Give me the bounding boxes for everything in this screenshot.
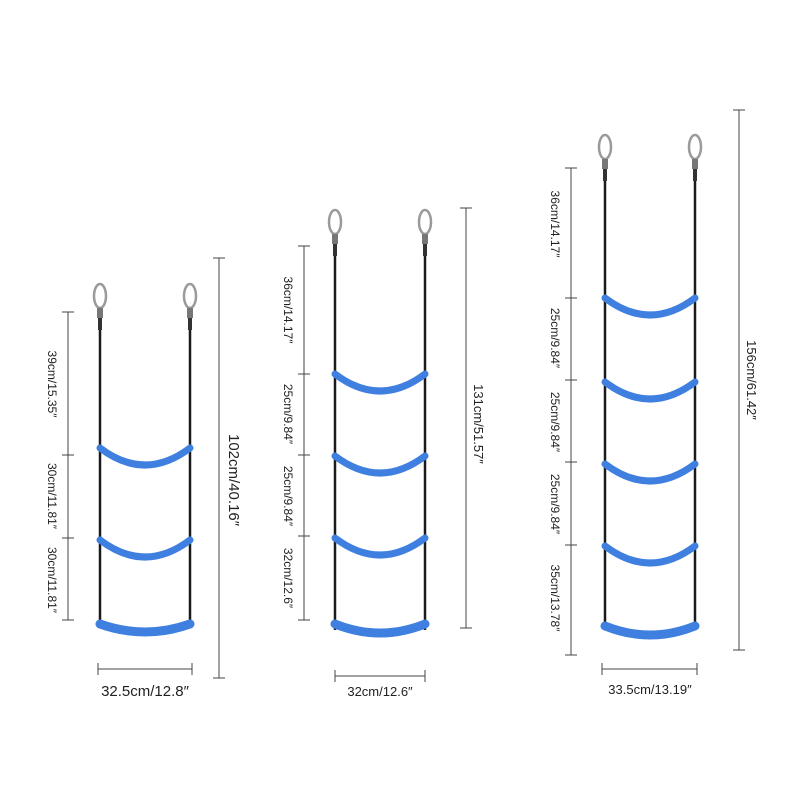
hook-right-icon (417, 208, 433, 256)
total-height-dimension (213, 257, 225, 679)
ladder-1: 39cm/15.35″ 30cm/11.81″ 30cm/11.81″ 102c… (45, 257, 242, 700)
segment-dimension (298, 245, 310, 621)
segment-label: 32cm/12.6″ (281, 548, 295, 609)
width-label: 33.5cm/13.19″ (608, 682, 692, 697)
segment-dimension (62, 311, 74, 621)
ladder-2: 36cm/14.17″ 25cm/9.84″ 25cm/9.84″ 32cm/1… (281, 207, 486, 699)
segment-label: 39cm/15.35″ (45, 351, 59, 419)
hook-left-icon (92, 282, 108, 330)
segment-label: 25cm/9.84″ (281, 466, 295, 527)
width-label: 32.5cm/12.8″ (101, 683, 190, 700)
segment-label: 36cm/14.17″ (548, 191, 562, 259)
segment-label: 30cm/11.81″ (45, 547, 59, 614)
segment-label: 25cm/9.84″ (281, 384, 295, 445)
width-dimension (334, 670, 426, 682)
rung (601, 294, 699, 319)
total-height-label: 102cm/40.16″ (225, 434, 242, 527)
total-height-label: 131cm/51.57″ (471, 384, 486, 464)
rung (331, 452, 429, 477)
width-dimension (601, 663, 698, 675)
rung (330, 619, 430, 638)
width-dimension (97, 663, 193, 675)
hook-left-icon (597, 133, 613, 181)
rung (600, 621, 700, 640)
rung (601, 542, 699, 567)
rung (96, 444, 194, 469)
segment-dimension (565, 167, 577, 656)
rung (601, 378, 699, 403)
rung (601, 460, 699, 485)
total-height-dimension (460, 207, 472, 629)
total-height-dimension (733, 109, 745, 651)
hook-right-icon (687, 133, 703, 181)
segment-label: 36cm/14.17″ (281, 277, 295, 345)
hook-right-icon (182, 282, 198, 330)
width-label: 32cm/12.6″ (347, 684, 413, 699)
hook-left-icon (327, 208, 343, 256)
segment-label: 35cm/13.78″ (548, 565, 562, 633)
segment-label: 30cm/11.81″ (45, 463, 59, 530)
total-height-label: 156cm/61.42″ (744, 340, 759, 420)
rung (331, 370, 429, 395)
rung (95, 619, 195, 637)
ladder-3: 36cm/14.17″ 25cm/9.84″ 25cm/9.84″ 25cm/9… (548, 109, 759, 697)
segment-label: 25cm/9.84″ (548, 474, 562, 535)
segment-label: 25cm/9.84″ (548, 308, 562, 369)
segment-label: 25cm/9.84″ (548, 392, 562, 453)
rung (96, 536, 194, 561)
rung (331, 534, 429, 559)
